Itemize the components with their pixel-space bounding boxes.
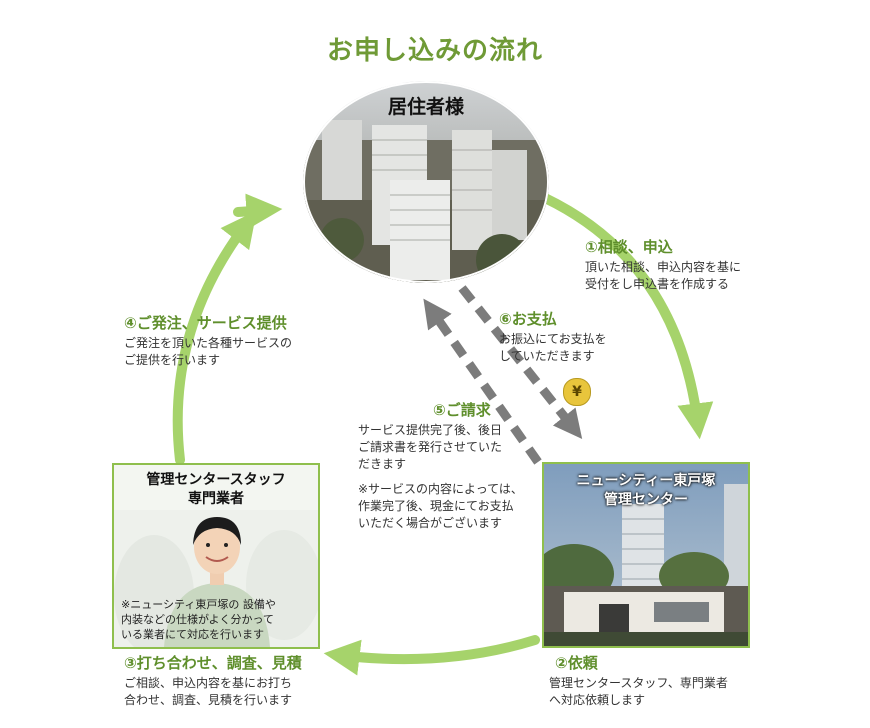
step5-description: サービス提供完了後、後日ご請求書を発行させていただきます xyxy=(358,423,503,471)
cycle-arrow-left xyxy=(172,210,257,465)
staff-photo xyxy=(114,510,318,647)
step1-description: 頂いた相談、申込内容を基に受付をし申込書を作成する xyxy=(585,260,742,291)
step1-title: ①相談、申込 xyxy=(585,238,673,256)
invoice-dashed-arrow xyxy=(423,298,542,465)
cycle-arrow-right xyxy=(540,193,714,440)
step6-description: お振込にてお支払をしていただきます xyxy=(499,332,607,363)
step5-note: ※サービスの内容によっては、作業完了後、現金にてお支払いただく場合がございます xyxy=(358,482,523,530)
step2-title: ②依頼 xyxy=(555,654,598,672)
management-center-title: ニューシティー東戸塚管理センター xyxy=(576,473,716,508)
staff-title: 管理センタースタッフ専門業者 xyxy=(146,472,286,507)
step6-title: ⑥お支払 xyxy=(499,310,557,328)
step5-title: ⑤ご請求 xyxy=(433,401,491,419)
page-title: お申し込みの流れ xyxy=(326,36,543,66)
step3-title: ③打ち合わせ、調査、見積 xyxy=(124,654,302,672)
step2-description: 管理センタースタッフ、専門業者へ対応依頼します xyxy=(549,676,728,707)
yen-coin-icon: ¥ xyxy=(563,378,591,406)
resident-photo xyxy=(303,81,549,283)
cycle-arrow-bottom xyxy=(323,635,540,676)
resident-label: 居住者様 xyxy=(387,96,464,118)
step4-description: ご発注を頂いた各種サービスのご提供を行います xyxy=(124,336,293,367)
payment-dashed-arrow xyxy=(458,285,583,440)
management-center-box: ニューシティー東戸塚管理センター xyxy=(542,462,750,648)
management-center-photo xyxy=(544,464,748,646)
staff-note: ※ニューシティ東戸塚の 設備や内装などの仕様がよく分かっている業者にて対応を行い… xyxy=(121,598,276,641)
step4-title: ④ご発注、サービス提供 xyxy=(124,314,287,332)
cycle-arrow-top-left xyxy=(233,193,283,230)
step3-description: ご相談、申込内容を基にお打ち合わせ、調査、見積を行います xyxy=(124,676,293,707)
staff-box: 管理センタースタッフ専門業者 ※ニューシティ東戸塚の 設備や内装などの仕様がよく… xyxy=(112,463,320,649)
